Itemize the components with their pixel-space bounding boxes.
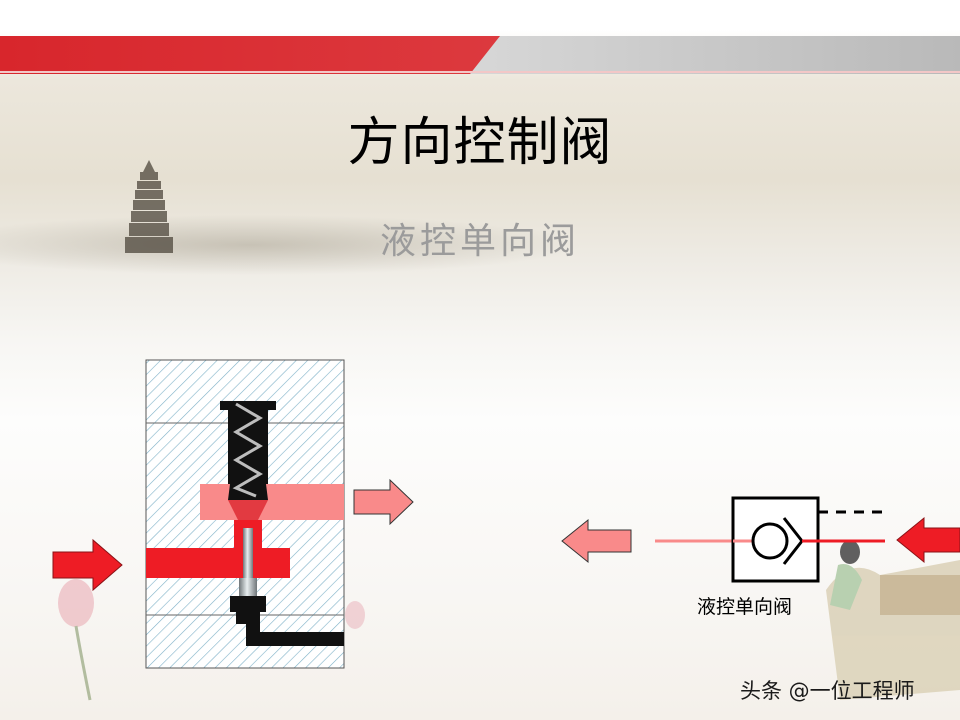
check-valve-symbol-icon [655, 496, 890, 583]
outlet-arrow-icon [353, 478, 414, 526]
slide-title: 方向控制阀 [347, 113, 613, 173]
lotus-icon [58, 579, 365, 701]
lady-figure-icon [826, 540, 960, 700]
flow-arrow-icon [561, 518, 632, 564]
inlet-channel [146, 520, 290, 578]
header-band [0, 36, 960, 74]
spring-chamber [220, 401, 276, 500]
pagoda-icon [125, 160, 173, 253]
watermark: 头条 @一位工程师 [740, 679, 915, 703]
symbol-label: 液控单向阀 [697, 596, 793, 618]
control-channel [246, 620, 344, 646]
slide-subtitle: 液控单向阀 [379, 221, 580, 262]
spring-icon [232, 402, 263, 498]
inlet-arrow-icon [52, 538, 123, 592]
outlet-channel [200, 484, 344, 520]
control-arrow-icon [896, 516, 960, 564]
poppet [228, 500, 268, 520]
